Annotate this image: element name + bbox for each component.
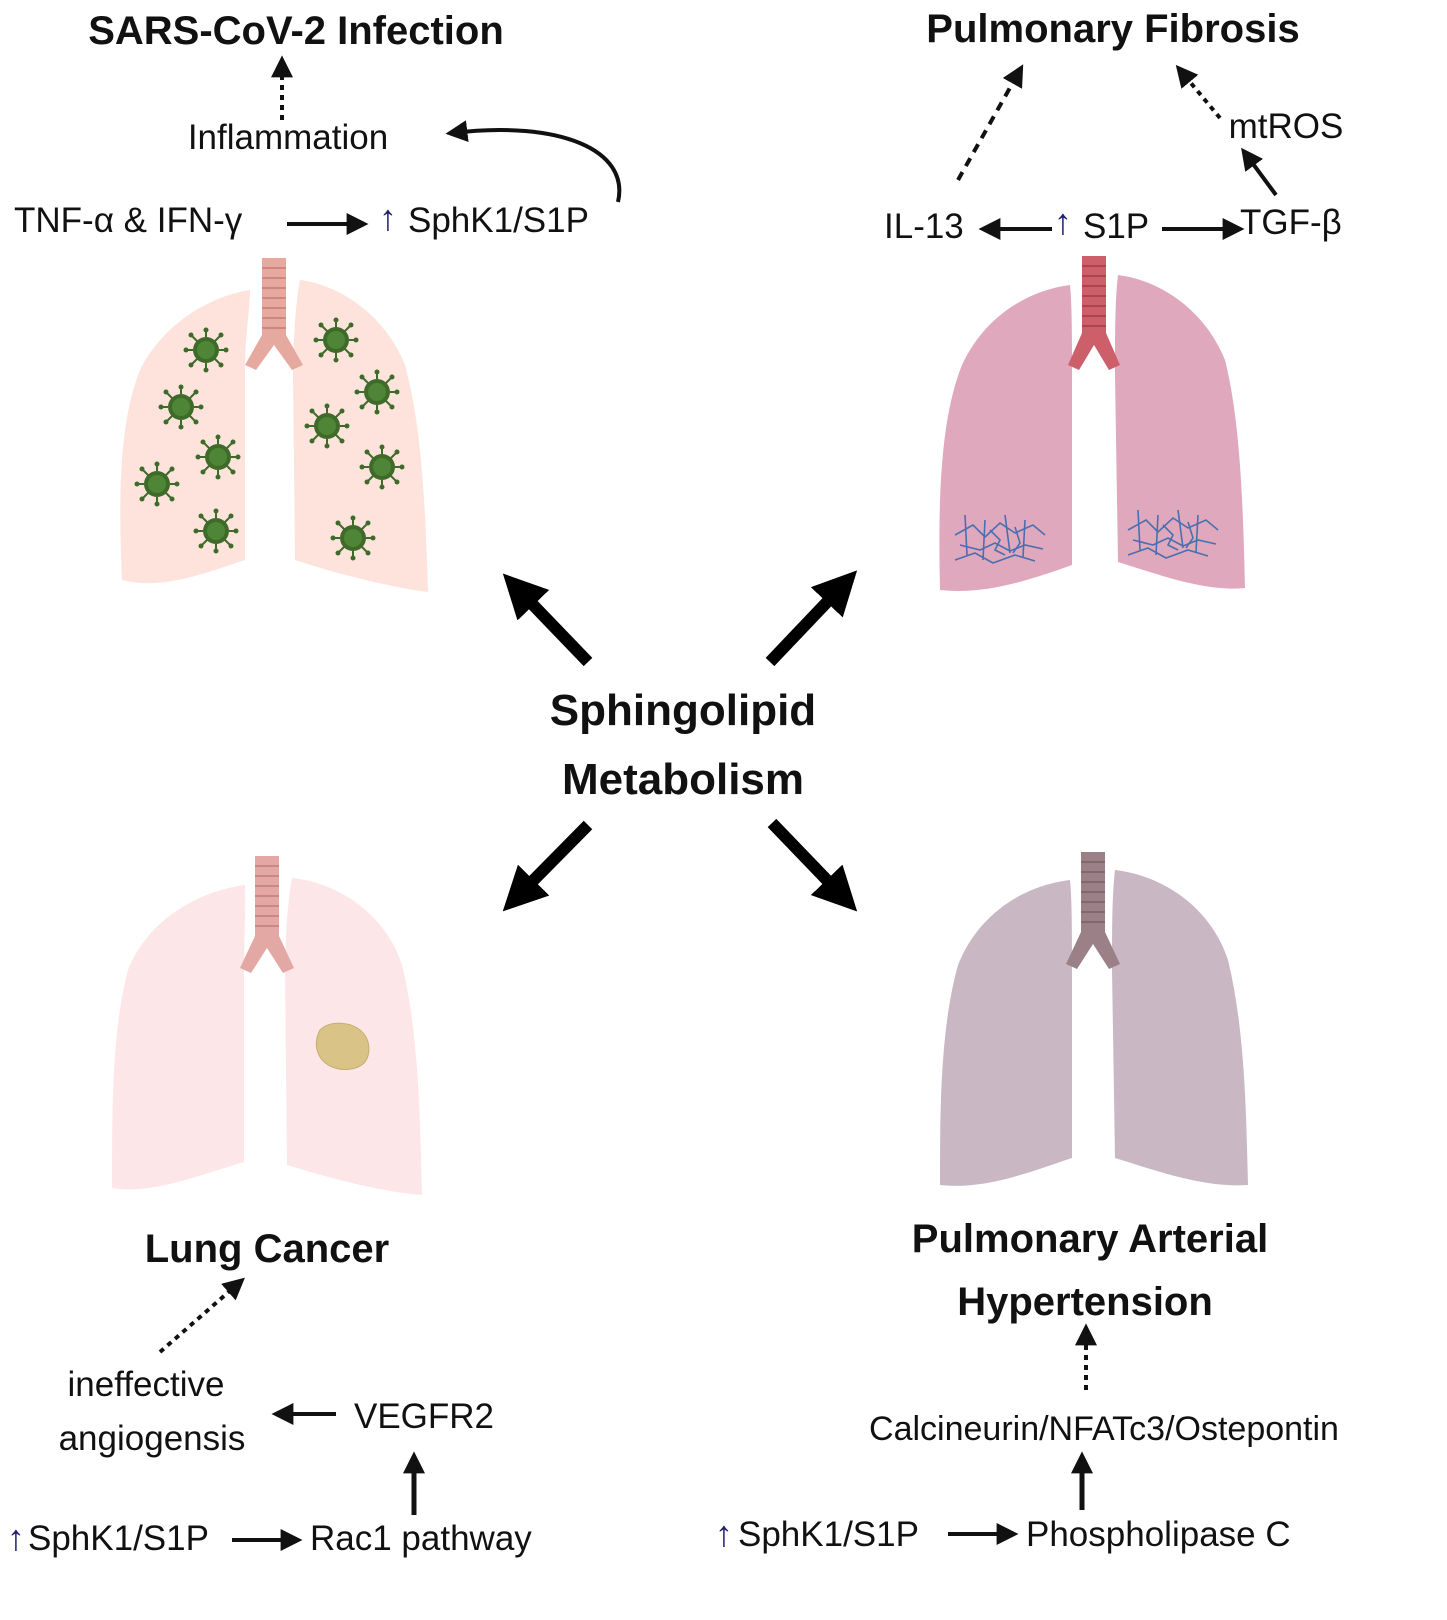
fibrosis-tgf-label: TGF-β (1240, 203, 1342, 242)
fibrosis-lung (939, 256, 1245, 591)
arrow-to-cancer (502, 820, 593, 912)
covid-sphk-label: SphK1/S1P (408, 201, 589, 240)
covid-lung (120, 258, 428, 592)
pah-right-lung (1112, 870, 1248, 1186)
virus-icon (194, 433, 242, 481)
virus-icon (133, 460, 181, 508)
virus-icon (353, 368, 401, 416)
arrow-to-pah (767, 818, 858, 912)
arrow-tgf-to-mtros (1241, 147, 1278, 197)
virus-icon (329, 514, 377, 562)
center-title-line2: Metabolism (562, 755, 804, 804)
pah-sphk-label: SphK1/S1P (738, 1515, 919, 1554)
center-arrows (502, 570, 858, 912)
arrow-to-fibrosis (765, 570, 858, 667)
cancer-rac1-label: Rac1 pathway (310, 1519, 532, 1558)
virus-icon (182, 326, 230, 374)
cancer-trachea (240, 856, 294, 973)
dotted-arrow-angio-to-cancer (158, 1277, 245, 1354)
virus-icon (192, 507, 240, 555)
fibrosis-right-lung (1115, 275, 1245, 589)
cancer-lung (112, 856, 422, 1195)
pah-left-lung (940, 880, 1072, 1186)
fibrosis-trachea (1068, 256, 1120, 370)
covid-left-lung (120, 290, 250, 584)
dotted-arrow-il13-to-fibrosis (956, 64, 1024, 181)
up-arrow-icon: ↑ (715, 1513, 733, 1554)
covid-panel: SARS-CoV-2 Infection Inflammation TNF-α … (14, 9, 622, 240)
arrow-to-covid (502, 573, 593, 667)
covid-trachea (245, 258, 303, 370)
cancer-left-lung (112, 885, 246, 1190)
up-arrow-icon: ↑ (379, 197, 397, 238)
up-arrow-icon: ↑ (1054, 201, 1072, 242)
fibrosis-title: Pulmonary Fibrosis (926, 7, 1299, 51)
cancer-angio-line1: ineffective (68, 1365, 225, 1404)
cancer-vegfr2-label: VEGFR2 (354, 1397, 494, 1436)
virus-icon (312, 316, 360, 364)
covid-title: SARS-CoV-2 Infection (88, 9, 504, 53)
covid-inflammation-label: Inflammation (188, 118, 388, 157)
curved-arrow-sphk-to-inflammation (445, 120, 622, 203)
pah-panel: Pulmonary Arterial Hypertension Calcineu… (715, 1217, 1339, 1554)
fibrosis-left-lung (939, 285, 1072, 591)
pah-lung (940, 852, 1248, 1186)
virus-icon (157, 383, 205, 431)
fibrosis-panel: Pulmonary Fibrosis mtROS IL-13 ↑ S1P TGF… (884, 7, 1343, 246)
fibrosis-mtros-label: mtROS (1229, 107, 1344, 146)
cancer-title: Lung Cancer (145, 1227, 389, 1271)
pah-calcineurin-label: Calcineurin/NFATc3/Ostepontin (869, 1410, 1339, 1448)
virus-icon (358, 443, 406, 491)
center-title-line1: Sphingolipid (550, 686, 816, 735)
virus-icon (303, 402, 351, 450)
up-arrow-icon: ↑ (7, 1517, 25, 1558)
covid-cytokines-label: TNF-α & IFN-γ (14, 201, 243, 240)
covid-right-lung (293, 280, 428, 592)
tumor-icon (315, 1022, 370, 1070)
cancer-sphk-label: SphK1/S1P (28, 1519, 209, 1558)
cancer-angio-line2: angiogensis (59, 1419, 246, 1458)
fibrosis-s1p-label: S1P (1083, 207, 1149, 246)
pah-trachea (1066, 852, 1120, 969)
pah-plc-label: Phospholipase C (1026, 1515, 1291, 1554)
pah-title-line2: Hypertension (957, 1280, 1213, 1324)
cancer-panel: Lung Cancer ineffective angiogensis VEGF… (7, 1227, 532, 1558)
fibrosis-il13-label: IL-13 (884, 207, 964, 246)
pah-title-line1: Pulmonary Arterial (912, 1217, 1268, 1261)
dotted-arrow-mtros-to-fibrosis (1175, 64, 1222, 120)
